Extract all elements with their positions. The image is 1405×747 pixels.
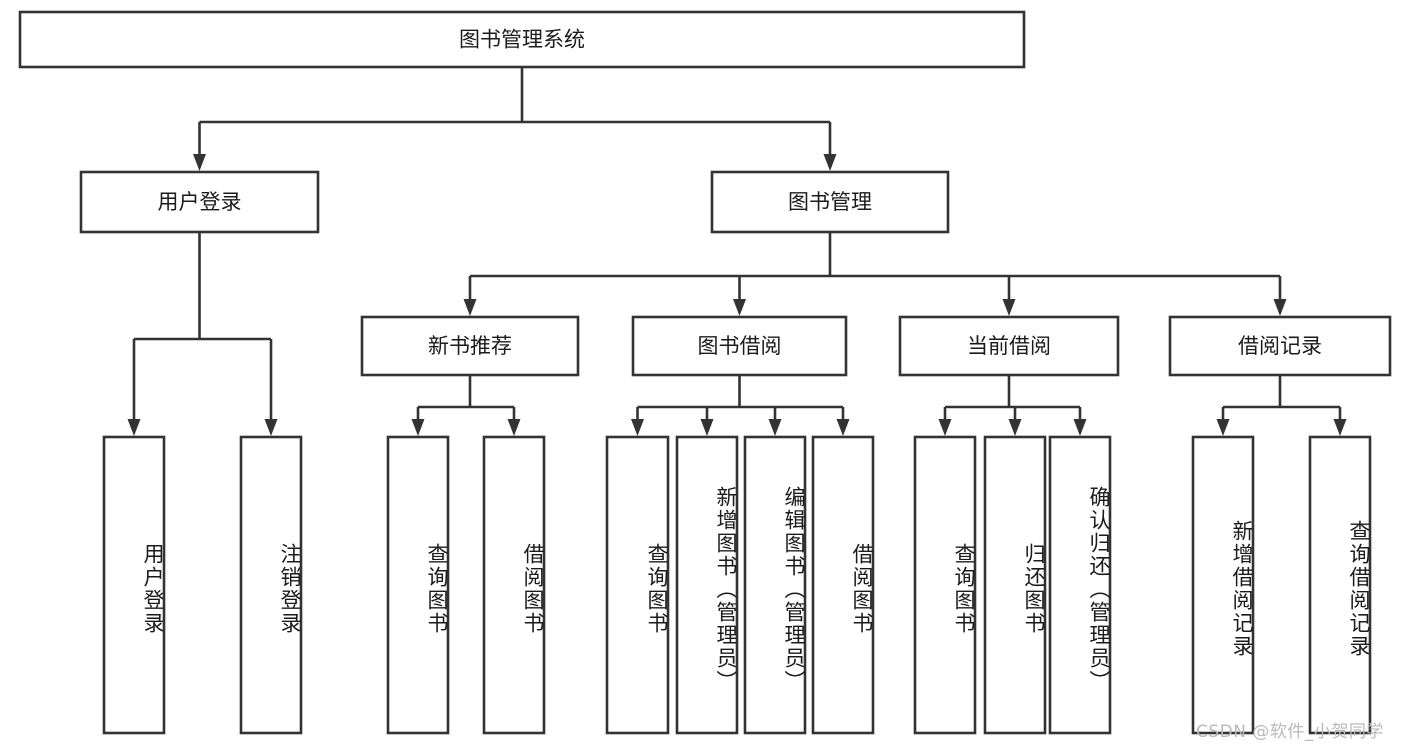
node-label: 图书管理 (788, 190, 872, 214)
node-leaf-add-book[interactable] (675, 435, 739, 735)
node-leaf-query-book-rec[interactable] (386, 435, 450, 735)
node-book-borrow[interactable]: 图书借阅 (631, 315, 848, 377)
node-box[interactable] (1191, 435, 1255, 735)
node-box[interactable] (102, 435, 166, 735)
node-box[interactable] (811, 435, 875, 735)
node-user-login[interactable]: 用户登录 (79, 170, 320, 234)
connector-group (631, 375, 850, 436)
node-leaf-edit-book[interactable] (743, 435, 807, 735)
node-box[interactable] (675, 435, 739, 735)
connectors-layer (127, 67, 1347, 436)
node-leaf-query-book-current[interactable] (913, 435, 977, 735)
node-box[interactable] (239, 435, 303, 735)
connector-group (463, 232, 1287, 316)
node-leaf-user-login[interactable] (102, 435, 166, 735)
node-box[interactable] (482, 435, 546, 735)
node-leaf-borrow-book[interactable] (811, 435, 875, 735)
node-label: 图书管理系统 (459, 28, 585, 52)
node-label: 用户登录 (158, 190, 242, 214)
connector-group (411, 375, 521, 436)
node-new-book-rec[interactable]: 新书推荐 (360, 315, 580, 377)
node-box[interactable] (18, 10, 1026, 69)
node-box[interactable] (1308, 435, 1372, 735)
node-leaf-borrow-book-rec[interactable] (482, 435, 546, 735)
connector-group (1216, 375, 1347, 436)
connector-group (127, 232, 278, 436)
node-label: 借阅记录 (1238, 334, 1322, 358)
node-leaf-return-book[interactable] (983, 435, 1047, 735)
node-book-manage[interactable]: 图书管理 (710, 170, 950, 234)
node-current-borrow[interactable]: 当前借阅 (898, 315, 1120, 377)
node-box[interactable] (1168, 315, 1392, 377)
connector-group (193, 67, 837, 171)
connector-group (938, 375, 1087, 436)
node-box[interactable] (913, 435, 977, 735)
node-label: 新书推荐 (428, 334, 512, 358)
node-box[interactable] (710, 170, 950, 234)
node-label: 图书借阅 (698, 334, 782, 358)
node-leaf-add-record[interactable] (1191, 435, 1255, 735)
node-box[interactable] (386, 435, 450, 735)
node-box[interactable] (983, 435, 1047, 735)
node-leaf-user-logout[interactable] (239, 435, 303, 735)
watermark-credit: CSDN @软件_小贺同学 (1196, 722, 1384, 742)
node-box[interactable] (360, 315, 580, 377)
node-leaf-query-record[interactable] (1308, 435, 1372, 735)
node-box[interactable] (898, 315, 1120, 377)
node-root[interactable]: 图书管理系统 (18, 10, 1026, 69)
node-box[interactable] (605, 435, 670, 735)
node-box[interactable] (631, 315, 848, 377)
node-label: 当前借阅 (967, 334, 1051, 358)
node-borrow-record[interactable]: 借阅记录 (1168, 315, 1392, 377)
node-leaf-query-book-borrow[interactable] (605, 435, 670, 735)
node-box[interactable] (1048, 435, 1112, 735)
node-box[interactable] (79, 170, 320, 234)
node-box[interactable] (743, 435, 807, 735)
node-leaf-confirm-return[interactable] (1048, 435, 1112, 735)
